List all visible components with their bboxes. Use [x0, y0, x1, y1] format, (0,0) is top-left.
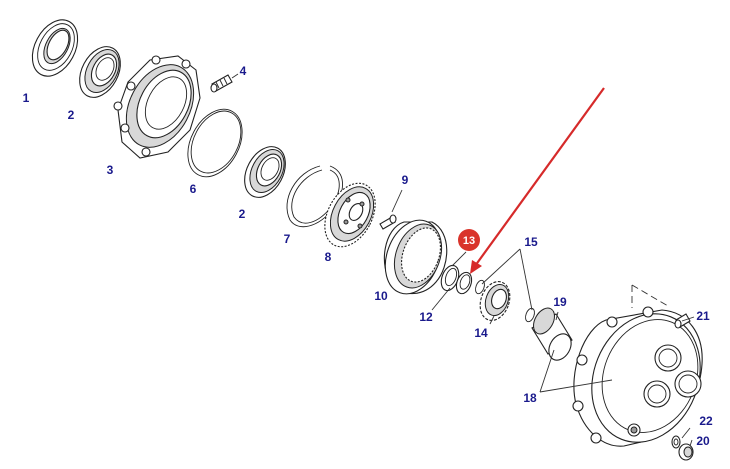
part-4-stud[interactable]: [210, 74, 233, 93]
part-15-needle-bearing[interactable]: [474, 279, 536, 323]
label-14: 14: [474, 326, 488, 340]
part-13-ring-highlighted[interactable]: [454, 270, 475, 295]
label-19: 19: [553, 295, 567, 309]
label-22: 22: [699, 414, 713, 428]
part-2-bearing-lower[interactable]: [236, 140, 293, 205]
label-8: 8: [325, 250, 332, 264]
label-20: 20: [696, 434, 710, 448]
label-4: 4: [240, 64, 247, 78]
label-10: 10: [374, 289, 388, 303]
part-20-plug[interactable]: [678, 443, 694, 461]
part-1-seal[interactable]: [23, 12, 86, 84]
part-22-washer[interactable]: [671, 435, 681, 449]
part-7-snap-ring[interactable]: [286, 165, 343, 228]
part-8-planet-carrier[interactable]: [315, 175, 386, 256]
badge-label-13: 13: [463, 235, 475, 247]
label-21: 21: [696, 309, 710, 323]
part-3-hub-housing[interactable]: [113, 53, 207, 159]
label-7: 7: [284, 232, 291, 246]
part-6-o-ring[interactable]: [177, 100, 253, 186]
part-19-shaft[interactable]: [529, 304, 575, 364]
highlight-arrow: [470, 87, 605, 274]
part-10-ring-gear[interactable]: [376, 212, 451, 301]
label-1: 1: [23, 91, 30, 105]
label-3: 3: [107, 163, 114, 177]
label-2-lower: 2: [239, 207, 246, 221]
label-9: 9: [402, 173, 409, 187]
part-2-bearing-upper[interactable]: [71, 40, 128, 105]
label-2-upper: 2: [68, 108, 75, 122]
label-12: 12: [419, 310, 433, 324]
label-6: 6: [190, 182, 197, 196]
label-15: 15: [524, 235, 538, 249]
part-18-housing[interactable]: [572, 284, 719, 459]
leader-lines: [231, 73, 695, 447]
part-9-screw[interactable]: [379, 214, 397, 230]
label-18: 18: [523, 391, 537, 405]
highlight-badge-13[interactable]: 13: [458, 229, 480, 251]
part-14-planet-gear[interactable]: [475, 277, 515, 324]
